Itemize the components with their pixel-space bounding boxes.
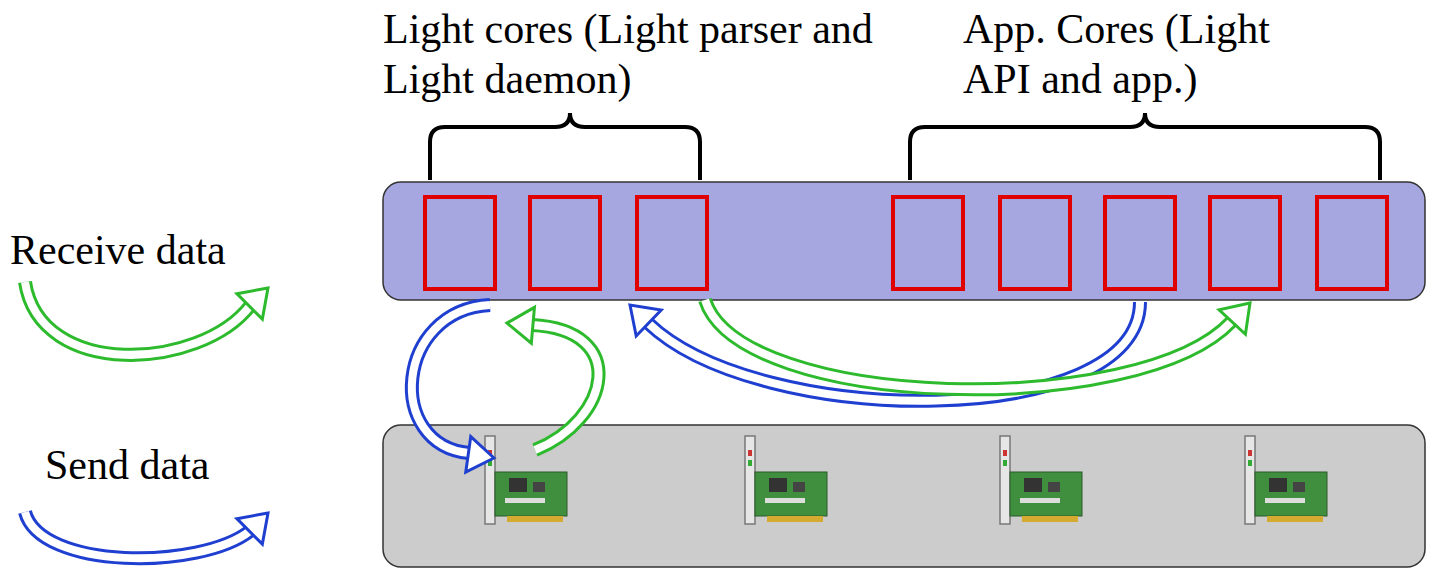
receive-arrow bbox=[705, 291, 1263, 390]
bracket bbox=[430, 113, 1380, 180]
receive-arrow bbox=[505, 305, 598, 450]
legend-sample bbox=[25, 275, 281, 355]
group-label: App. Cores (Light API and app.) bbox=[963, 4, 1343, 104]
legend-sample bbox=[25, 500, 281, 558]
send-arrow bbox=[412, 305, 497, 476]
cpu-band bbox=[383, 182, 1425, 300]
network-card bbox=[485, 436, 1327, 524]
group-label: Light cores (Light parser and Light daem… bbox=[383, 4, 883, 104]
legend-text: Send data bbox=[45, 440, 375, 490]
core-boxes bbox=[425, 197, 1387, 289]
legend-text: Receive data bbox=[10, 225, 340, 275]
